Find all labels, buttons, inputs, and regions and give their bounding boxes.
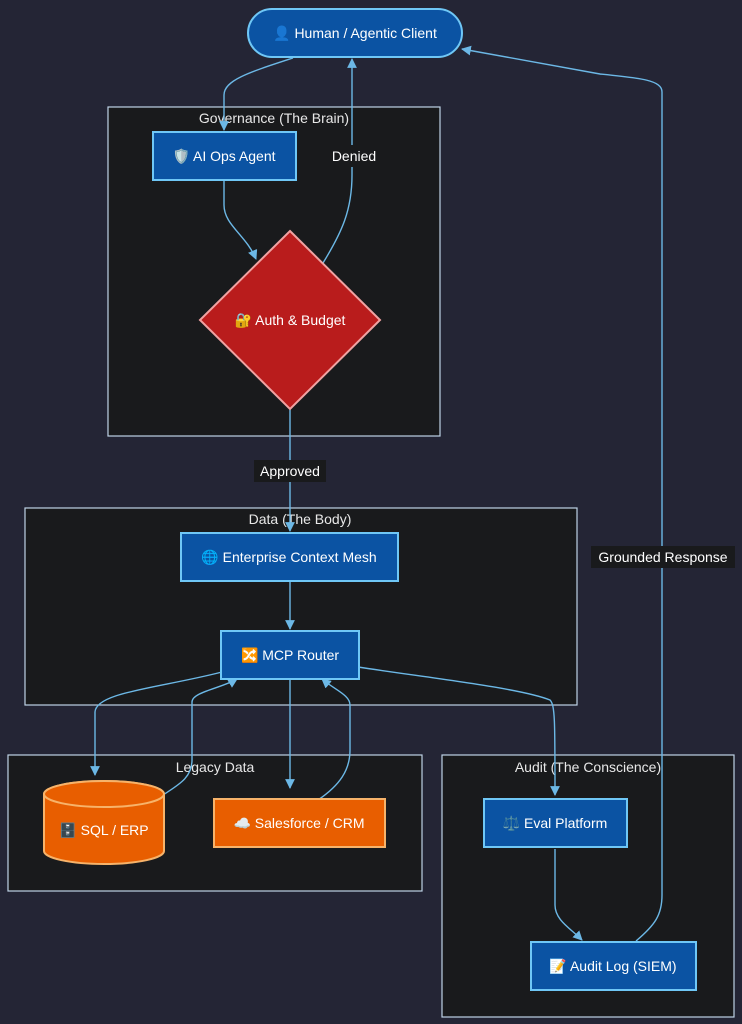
edge-sql-to-router bbox=[162, 678, 238, 796]
ai-ops-agent-node[interactable]: 🛡️ AI Ops Agent bbox=[152, 131, 297, 181]
edge-salesforce-to-router bbox=[317, 678, 351, 801]
legacy-group-title: Legacy Data bbox=[176, 759, 255, 775]
eval-platform-label: ⚖️ Eval Platform bbox=[503, 815, 608, 832]
audit-log-node[interactable]: 📝 Audit Log (SIEM) bbox=[530, 941, 697, 991]
edge-aiops-to-auth bbox=[223, 181, 258, 260]
salesforce-crm-label: ☁️ Salesforce / CRM bbox=[233, 815, 364, 831]
edge-router-to-sql bbox=[90, 671, 223, 776]
audit-group-title: Audit (The Conscience) bbox=[515, 759, 661, 775]
salesforce-crm-node[interactable]: ☁️ Salesforce / CRM bbox=[213, 798, 386, 848]
edge-eval-to-auditlog bbox=[554, 849, 583, 941]
denied-label: Denied bbox=[332, 148, 376, 164]
audit-log-label: 📝 Audit Log (SIEM) bbox=[549, 958, 676, 975]
client-node[interactable]: 👤 Human / Agentic Client bbox=[247, 8, 463, 58]
client-node-label: 👤 Human / Agentic Client bbox=[273, 25, 437, 42]
sql-erp-label: 🗄️ SQL / ERP bbox=[59, 822, 148, 839]
enterprise-context-mesh-label: 🌐 Enterprise Context Mesh bbox=[201, 549, 376, 566]
mcp-router-label: 🔀 MCP Router bbox=[241, 647, 339, 664]
edge-auditlog-to-client bbox=[461, 45, 663, 942]
data-group-title: Data (The Body) bbox=[249, 511, 352, 527]
edge-label-approved: Approved bbox=[254, 460, 326, 482]
mcp-router-node[interactable]: 🔀 MCP Router bbox=[220, 630, 360, 680]
auth-budget-label: 🔐 Auth & Budget bbox=[235, 312, 346, 329]
edge-label-denied: Denied bbox=[326, 145, 382, 167]
edge-label-grounded: Grounded Response bbox=[591, 546, 735, 568]
grounded-response-label: Grounded Response bbox=[598, 549, 727, 565]
eval-platform-node[interactable]: ⚖️ Eval Platform bbox=[483, 798, 628, 848]
edge-auth-denied-to-client bbox=[322, 58, 357, 264]
edge-client-to-aiops bbox=[219, 57, 294, 131]
auth-budget-decision-node[interactable]: 🔐 Auth & Budget bbox=[198, 229, 382, 411]
edge-router-to-eval bbox=[357, 666, 560, 796]
approved-label: Approved bbox=[260, 463, 320, 479]
ai-ops-agent-label: 🛡️ AI Ops Agent bbox=[172, 148, 275, 165]
governance-group-title: Governance (The Brain) bbox=[199, 110, 349, 126]
enterprise-context-mesh-node[interactable]: 🌐 Enterprise Context Mesh bbox=[180, 532, 399, 582]
sql-erp-database-node[interactable]: 🗄️ SQL / ERP bbox=[43, 780, 165, 865]
